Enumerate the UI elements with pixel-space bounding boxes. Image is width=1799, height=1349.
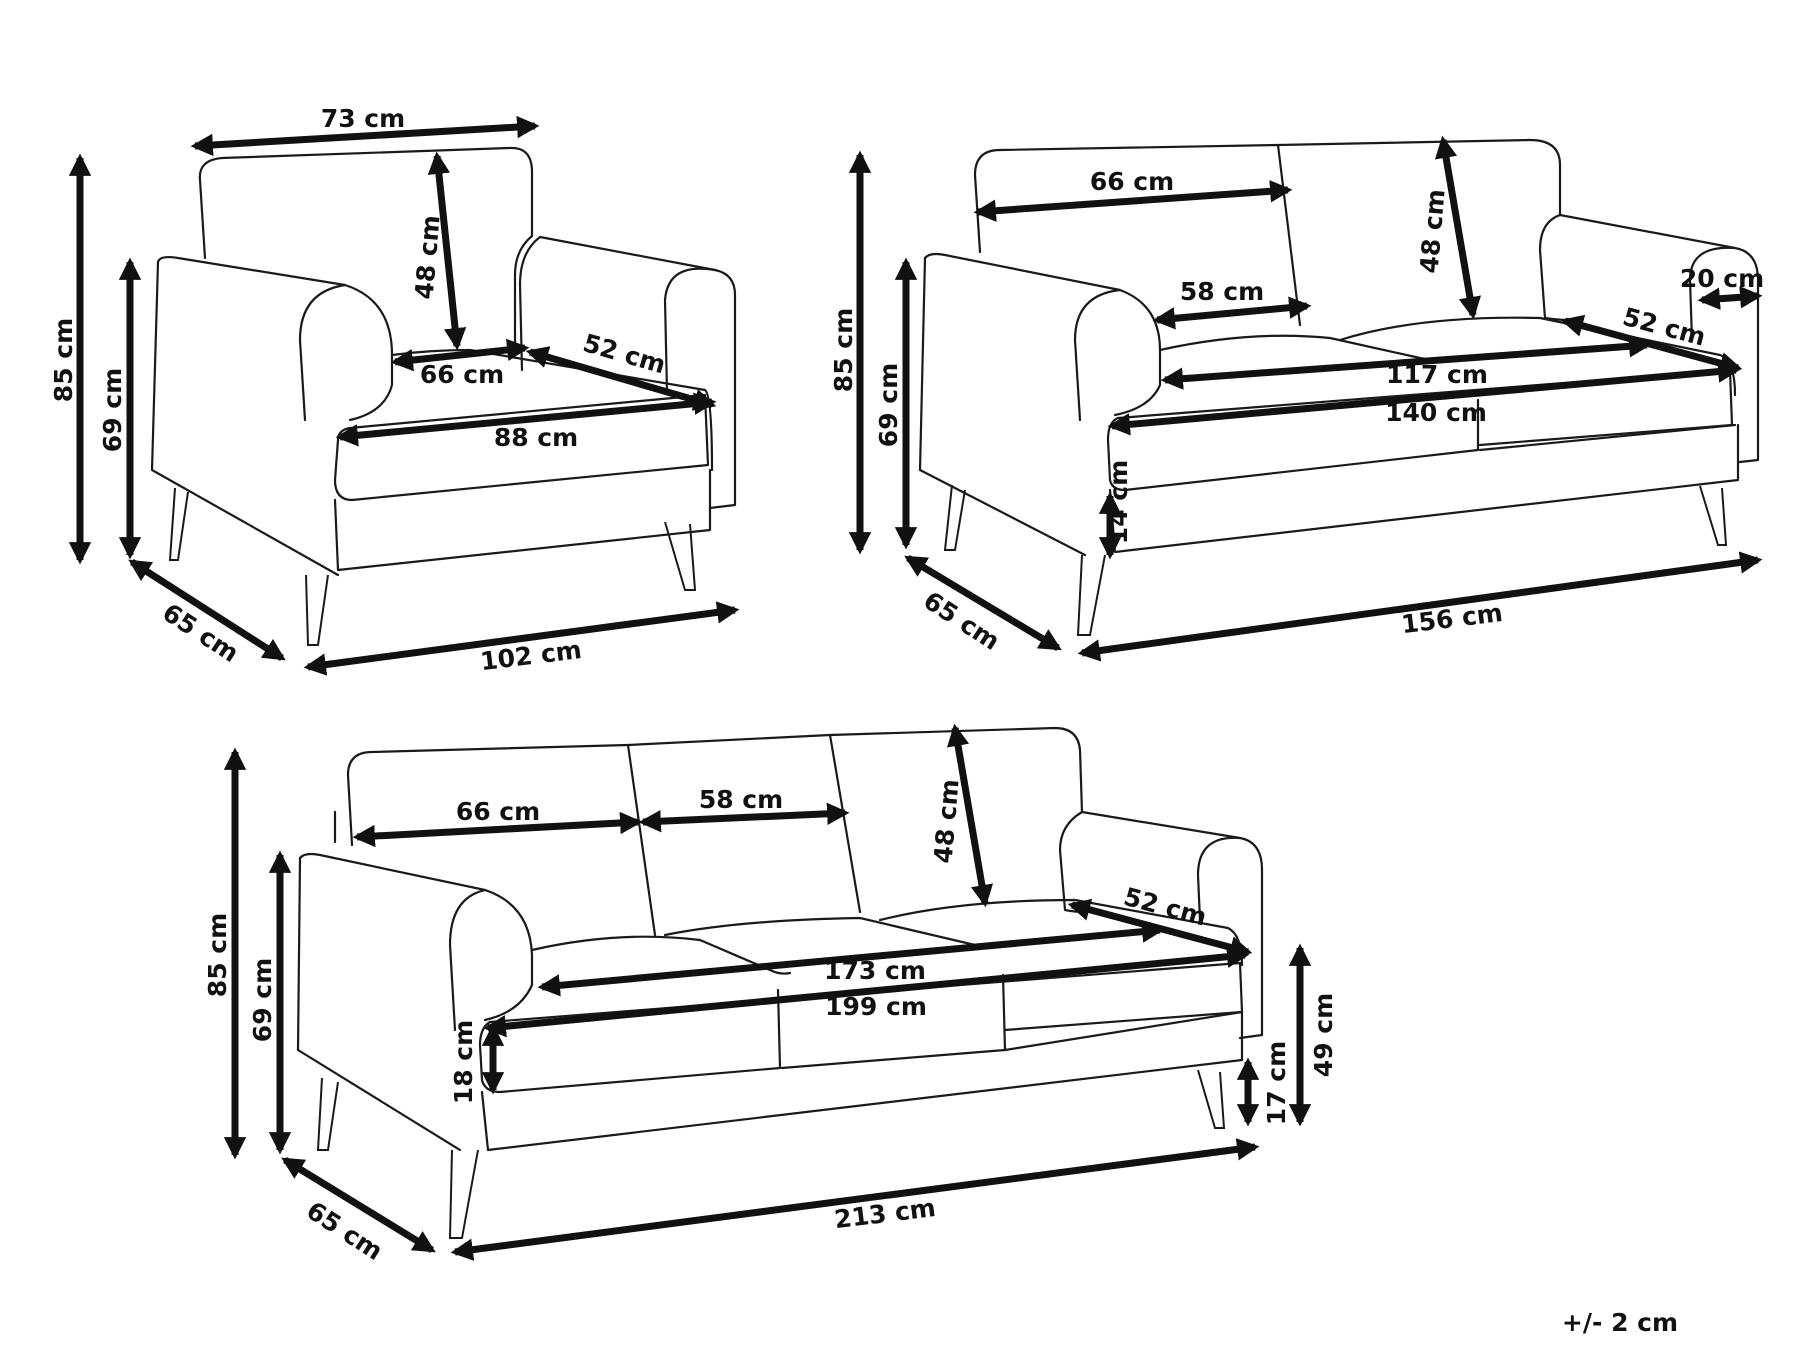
- three-seater-cushion-width-line: [352, 811, 643, 848]
- three-seater-middle-cushion-width-line: [638, 802, 850, 833]
- armchair-backrest-height-line: [427, 151, 467, 351]
- three-seater-cushion-width-label: 66 cm: [456, 797, 540, 826]
- two-seater-seat-thickness-label: 14 cm: [1104, 460, 1133, 544]
- two-seater-depth-line: [904, 554, 1062, 652]
- three-seater-seat-thickness-label: 18 cm: [449, 1020, 478, 1104]
- two-seater-seat-cushion-width-line: [1152, 296, 1312, 330]
- armchair-seat-width-line: [390, 338, 530, 372]
- armchair-inner-width-label: 88 cm: [494, 423, 578, 452]
- two-seater-seat-depth-line: [1560, 314, 1743, 375]
- two-seater-cushion-width-line: [973, 180, 1293, 222]
- armchair-arm-height-label: 69 cm: [98, 368, 127, 452]
- armchair-top-width-line: [190, 115, 540, 157]
- armchair-total-width-line: [303, 601, 740, 676]
- three-seater-backrest-height-line: [946, 723, 994, 908]
- armchair-inner-width-line: [335, 392, 717, 447]
- two-seater-total-height-label: 85 cm: [829, 308, 858, 392]
- three-seater-arm-height-label: 69 cm: [248, 958, 277, 1042]
- armchair-depth-line: [128, 559, 286, 661]
- armchair-top-width-label: 73 cm: [321, 104, 405, 133]
- armchair-backrest-height-label: 48 cm: [409, 214, 445, 301]
- two-seater-arm-height-label: 69 cm: [874, 363, 903, 447]
- two-seater-backrest-height-line: [1434, 135, 1482, 320]
- two-seater-inner-width-label: 140 cm: [1385, 398, 1487, 427]
- three-seater-depth-line: [281, 1157, 436, 1253]
- armchair-seat-width-label: 66 cm: [420, 360, 504, 389]
- two-seater-seat-width-label: 117 cm: [1386, 360, 1488, 389]
- two-seater-seat-cushion-width-label: 58 cm: [1180, 277, 1264, 306]
- two-seater-arm-width-label: 20 cm: [1680, 264, 1764, 293]
- three-seater-depth-label: 65 cm: [301, 1196, 388, 1266]
- three-seater-middle-cushion-width-label: 58 cm: [699, 785, 783, 814]
- two-seater-arm-width-line: [1697, 286, 1763, 310]
- three-seater-total-height-label: 85 cm: [203, 913, 232, 997]
- three-seater-backrest-height-label: 48 cm: [928, 778, 964, 865]
- three-seater-inner-width-line: [483, 945, 1250, 1038]
- three-seater-inner-width-label: 199 cm: [825, 992, 927, 1021]
- tolerance-note: +/- 2 cm: [1562, 1308, 1678, 1337]
- two-seater-total-width-line: [1077, 551, 1763, 662]
- three-seater-seat-width-label: 173 cm: [824, 956, 926, 985]
- two-seater-backrest-height-label: 48 cm: [1414, 188, 1450, 275]
- armchair-total-height-label: 85 cm: [49, 318, 78, 402]
- two-seater-inner-width-line: [1107, 360, 1741, 436]
- two-seater-depth-label: 65 cm: [918, 586, 1005, 656]
- three-seater-leg-height-label: 17 cm: [1262, 1041, 1291, 1125]
- two-seater-drawing: [918, 138, 1760, 636]
- two-seater-cushion-width-label: 66 cm: [1090, 167, 1174, 196]
- three-seater-seat-height-label: 49 cm: [1309, 993, 1338, 1077]
- three-seater-total-width-line: [450, 1138, 1260, 1261]
